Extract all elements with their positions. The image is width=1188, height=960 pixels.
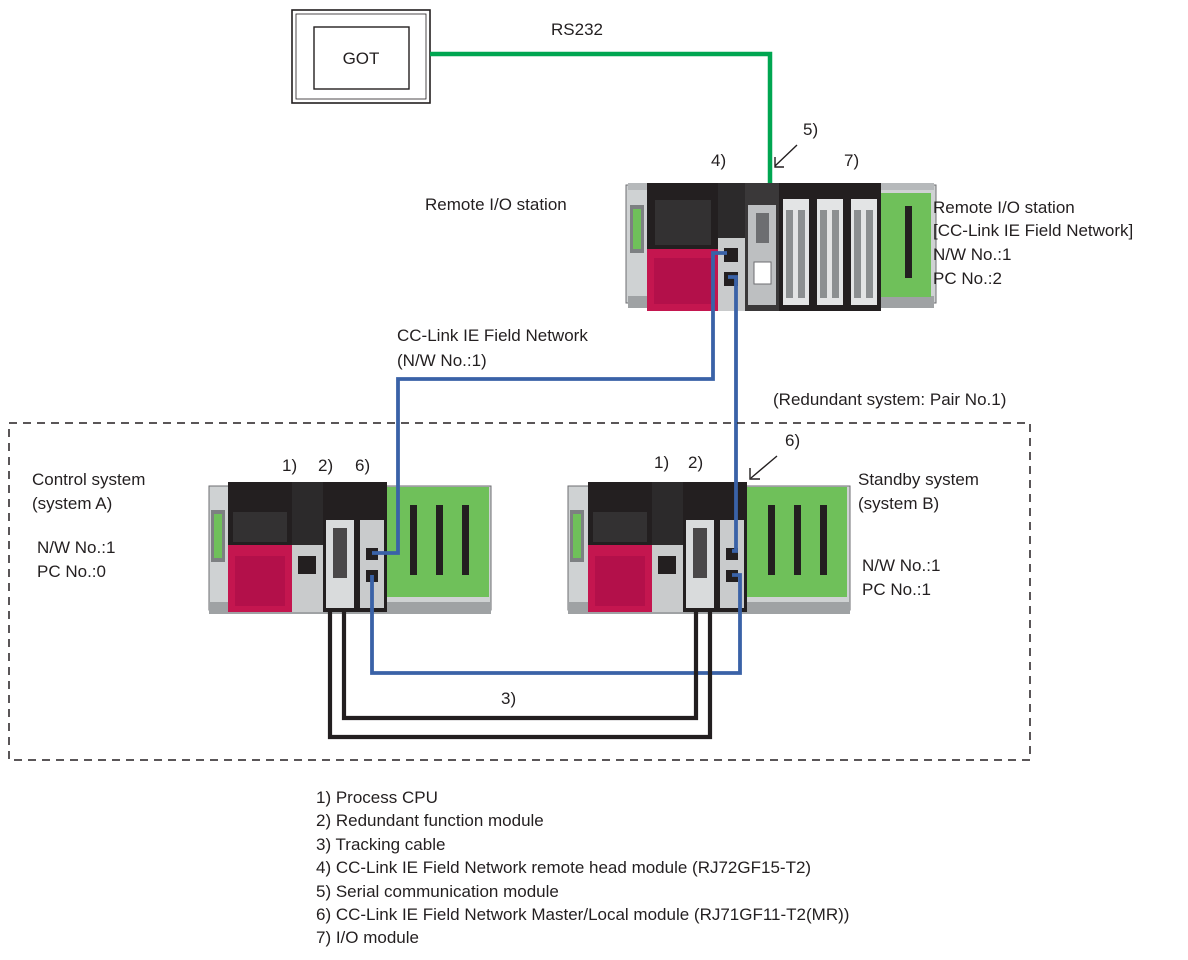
- got-terminal: GOT: [291, 9, 431, 104]
- network-name: CC-Link IE Field Network: [397, 326, 588, 345]
- tracking-callout: 3): [501, 689, 516, 708]
- remote-plc-rack: [625, 183, 937, 311]
- remote-info-line-1: Remote I/O station: [933, 198, 1075, 217]
- standby-title-line-1: Standby system: [858, 470, 979, 489]
- remote-callout-serial: 5): [803, 120, 818, 139]
- remote-station-title: Remote I/O station: [425, 195, 567, 214]
- control-title-line-2: (system A): [32, 494, 113, 513]
- standby-callout-cpu: 1): [654, 453, 669, 472]
- standby-master-callout-arrow: [750, 455, 778, 479]
- got-label: GOT: [343, 49, 380, 68]
- control-pc-no: PC No.:0: [37, 562, 106, 581]
- legend-item-io-module: 7) I/O module: [316, 928, 419, 948]
- cclink-cable-remote-to-control: [372, 251, 727, 555]
- remote-callout-io: 7): [844, 151, 859, 170]
- standby-callout-master: 6): [785, 431, 800, 450]
- legend-item-remote-head: 4) CC-Link IE Field Network remote head …: [316, 858, 812, 878]
- legend-item-tracking-cable: 3) Tracking cable: [316, 834, 446, 854]
- rs232-label: RS232: [551, 20, 603, 39]
- control-callout-cpu: 1): [282, 456, 297, 475]
- control-callout-redundant: 2): [318, 456, 333, 475]
- control-callout-master: 6): [355, 456, 370, 475]
- cclink-cable-control-to-standby: [370, 573, 742, 675]
- redundant-system-boundary: [8, 422, 1031, 761]
- remote-info-line-2: [CC-Link IE Field Network]: [933, 221, 1134, 240]
- control-plc-rack: [208, 482, 492, 614]
- legend-item-serial-module: 5) Serial communication module: [316, 881, 559, 901]
- control-title-line-1: Control system: [32, 470, 146, 489]
- redundant-pair-label: (Redundant system: Pair No.1): [773, 390, 1007, 409]
- serial-callout-arrow: [774, 144, 798, 167]
- standby-plc-rack: [567, 482, 851, 614]
- control-nw-no: N/W No.:1: [37, 538, 116, 557]
- cclink-cable-remote-to-standby: [728, 275, 738, 553]
- legend-item-master-local: 6) CC-Link IE Field Network Master/Local…: [316, 905, 850, 925]
- module-legend: 1) Process CPU 2) Redundant function mod…: [316, 786, 849, 950]
- remote-callout-head: 4): [711, 151, 726, 170]
- legend-item-redundant-module: 2) Redundant function module: [316, 811, 544, 831]
- standby-nw-no: N/W No.:1: [862, 556, 941, 575]
- legend-item-process-cpu: 1) Process CPU: [316, 788, 438, 807]
- network-number: (N/W No.:1): [397, 351, 487, 370]
- standby-callout-redundant: 2): [688, 453, 703, 472]
- serial-callout-arrowhead: [774, 157, 784, 168]
- remote-info-line-4: PC No.:2: [933, 269, 1002, 288]
- remote-info-line-3: N/W No.:1: [933, 245, 1012, 264]
- standby-master-callout-arrowhead: [749, 468, 760, 480]
- standby-title-line-2: (system B): [858, 494, 940, 513]
- tracking-cables: [327, 612, 713, 740]
- standby-pc-no: PC No.:1: [862, 580, 931, 599]
